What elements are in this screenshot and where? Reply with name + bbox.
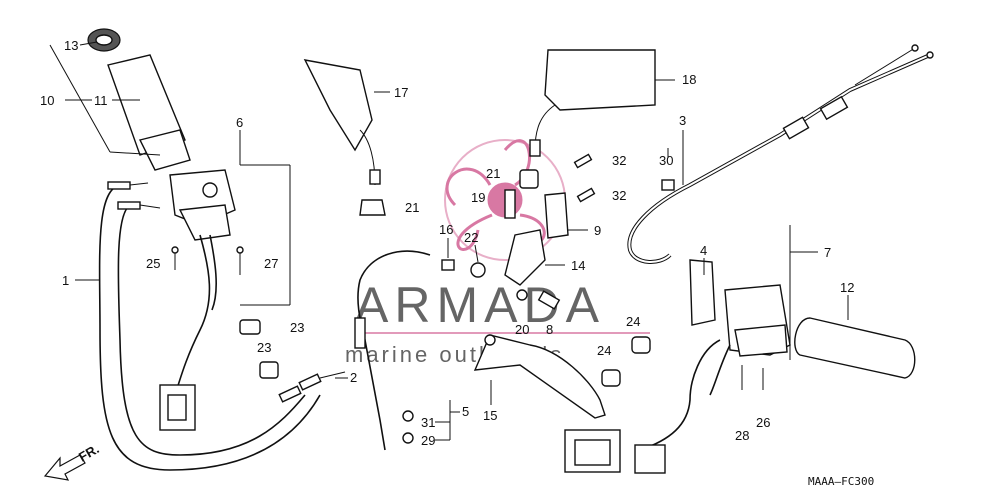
callout-23: 23 <box>290 320 304 335</box>
cable-clamp-23 <box>239 319 279 379</box>
callout-29: 29 <box>421 433 435 448</box>
callout-10: 10 <box>40 93 54 108</box>
right-switch-housing <box>564 259 791 474</box>
callout-1: 1 <box>62 273 69 288</box>
watermark: ARMADA marine outboards <box>345 139 650 367</box>
callout-9: 9 <box>594 223 601 238</box>
callout-12: 12 <box>840 280 854 295</box>
callout-24: 24 <box>597 343 611 358</box>
callout-14: 14 <box>571 258 585 273</box>
callout-20: 20 <box>515 322 529 337</box>
callout-24: 24 <box>626 314 640 329</box>
callout-32: 32 <box>612 188 626 203</box>
brake-cable-5 <box>354 250 431 451</box>
callout-17: 17 <box>394 85 408 100</box>
mirror-right-18 <box>529 49 656 157</box>
clutch-cable-2 <box>278 371 346 403</box>
callout-23: 23 <box>257 340 271 355</box>
callout-21: 21 <box>405 200 419 215</box>
callout-13: 13 <box>64 38 78 53</box>
right-grip-12 <box>794 317 916 379</box>
callout-30: 30 <box>659 153 673 168</box>
callout-4: 4 <box>700 243 707 258</box>
diagram-code: MAAA—FC300 <box>808 475 874 488</box>
watermark-brand: ARMADA <box>355 277 605 333</box>
leader-lines <box>49 41 849 441</box>
left-switch-housing <box>159 169 244 431</box>
callout-6: 6 <box>236 115 243 130</box>
callout-15: 15 <box>483 408 497 423</box>
callout-25: 25 <box>146 256 160 271</box>
front-direction-indicator: FR. <box>43 441 102 481</box>
callout-2: 2 <box>350 370 357 385</box>
lever-bracket-assembly <box>441 169 606 419</box>
callout-5: 5 <box>462 404 469 419</box>
callout-21: 21 <box>486 166 500 181</box>
callout-26: 26 <box>756 415 770 430</box>
callout-19: 19 <box>471 190 485 205</box>
callout-28: 28 <box>735 428 749 443</box>
throttle-cable-3 <box>627 44 934 264</box>
callout-labels: 13 10 11 6 1 25 27 23 23 2 17 21 19 21 1… <box>40 38 854 448</box>
callout-31: 31 <box>421 415 435 430</box>
callout-22: 22 <box>464 230 478 245</box>
callout-27: 27 <box>264 256 278 271</box>
callout-16: 16 <box>439 222 453 237</box>
callout-7: 7 <box>824 245 831 260</box>
mirror-left-17 <box>303 59 386 216</box>
screw-32 <box>573 153 596 203</box>
left-grip-assembly <box>87 28 191 171</box>
front-arrow-icon <box>43 454 86 481</box>
cable-clamp-24 <box>601 336 651 387</box>
callout-32: 32 <box>612 153 626 168</box>
callout-8: 8 <box>546 322 553 337</box>
callout-18: 18 <box>682 72 696 87</box>
throttle-cable-1 <box>98 181 321 471</box>
callout-11: 11 <box>94 93 108 108</box>
callout-3: 3 <box>679 113 686 128</box>
